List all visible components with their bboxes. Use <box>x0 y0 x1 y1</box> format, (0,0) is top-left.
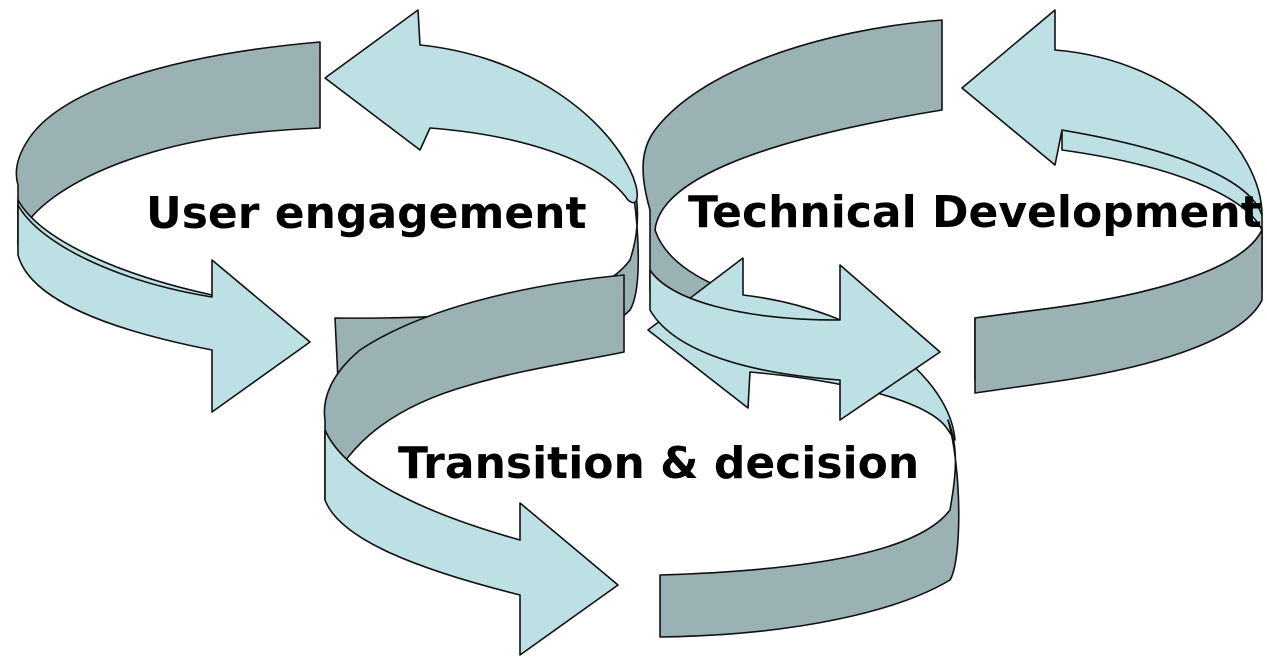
technical-development-bottom-arrow <box>649 264 941 421</box>
user-engagement-bottom-arrow <box>17 204 311 413</box>
transition-decision-right-band <box>659 419 960 638</box>
technical-development-arrowhead <box>961 9 1263 216</box>
user-engagement-arrowhead <box>324 9 639 204</box>
technical-development-cycle <box>642 9 1263 394</box>
transition-decision-label: Transition & decision <box>398 438 919 489</box>
technical-development-tail-band <box>974 229 1263 394</box>
user-engagement-label: User engagement <box>146 188 587 239</box>
transition-decision-bottom-arrow <box>324 429 619 656</box>
technical-development-label: Technical Development <box>688 187 1262 238</box>
